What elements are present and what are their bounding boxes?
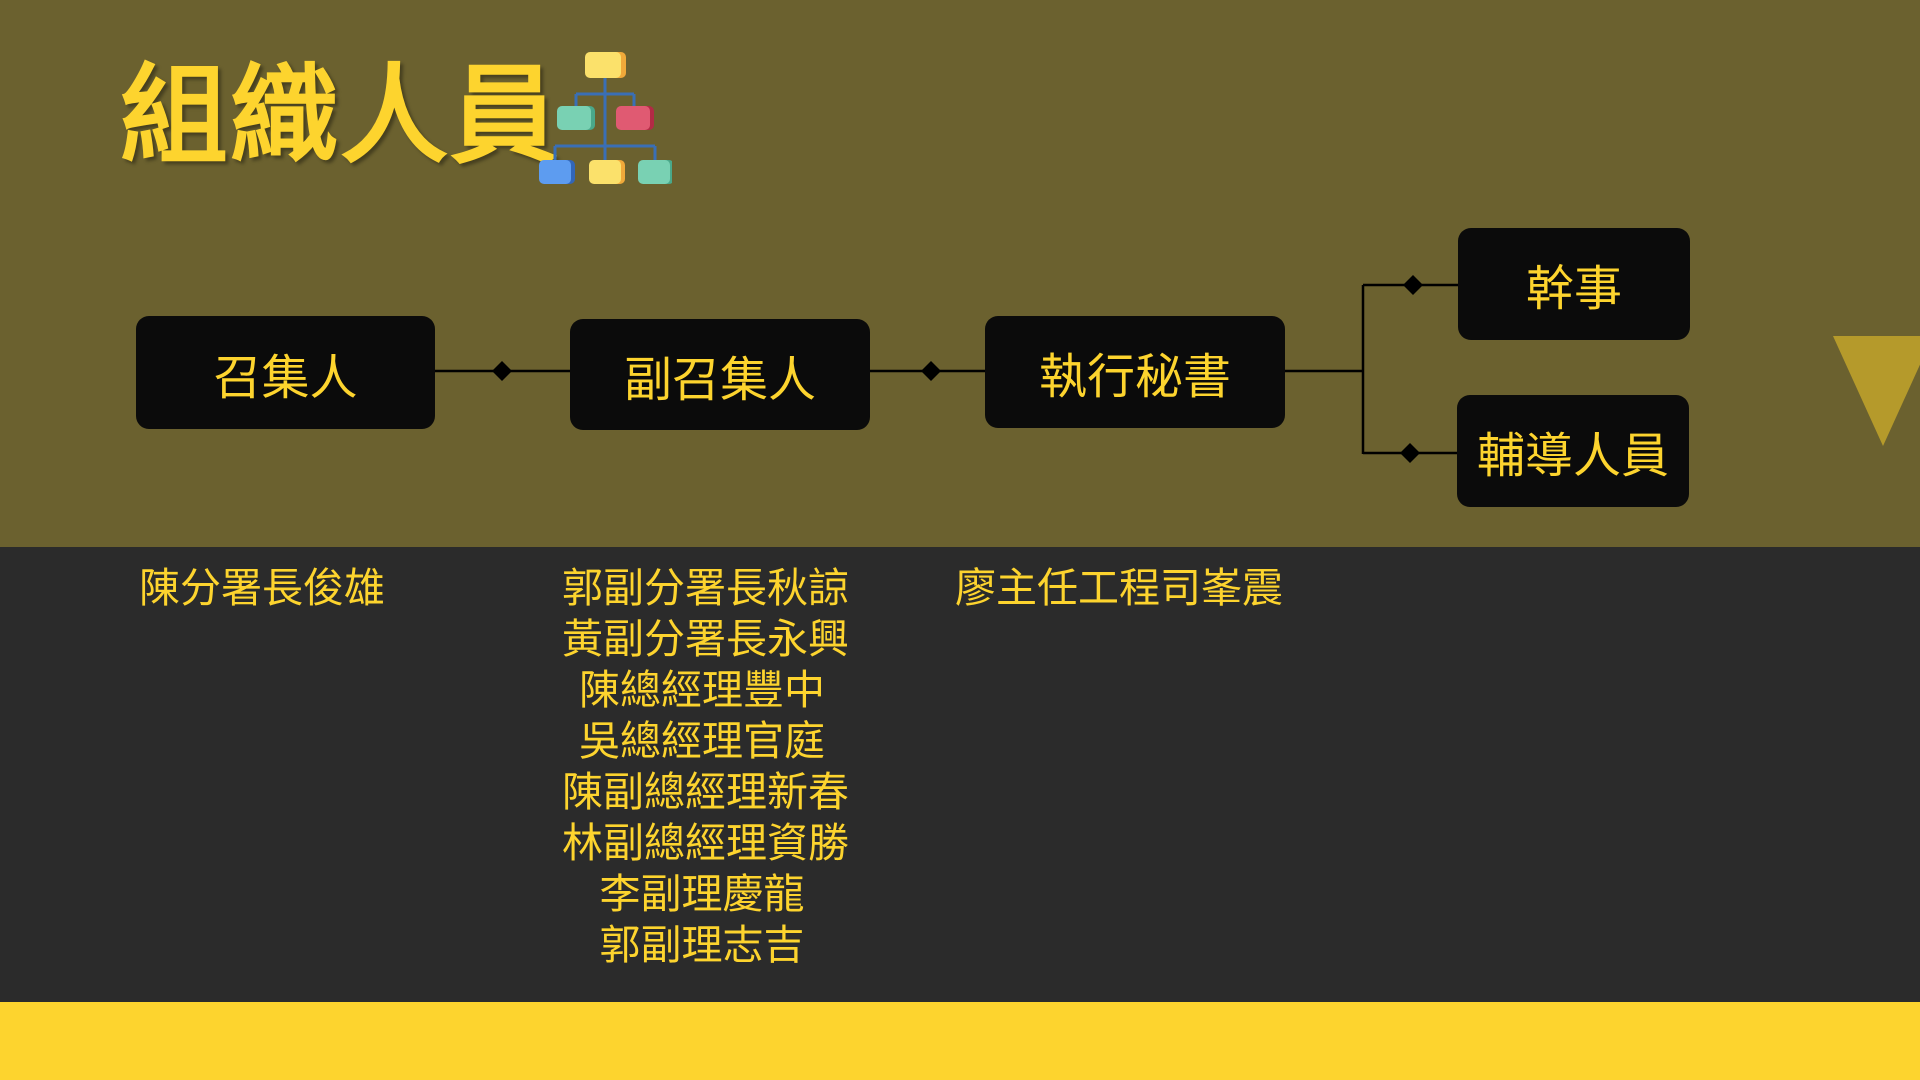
node-officer: 幹事: [1458, 228, 1690, 340]
convener-names: 陳分署長俊雄: [139, 563, 385, 614]
node-officer-label: 幹事: [1525, 261, 1622, 317]
name-item: 陳總經理豐中: [579, 666, 825, 714]
node-convener-label: 召集人: [213, 349, 358, 406]
node-executive-secretary-label: 執行秘書: [1038, 349, 1231, 405]
node-executive-secretary: 執行秘書: [985, 316, 1285, 428]
footer-bar: [0, 1002, 1920, 1080]
name-item: 李副理慶龍: [599, 870, 805, 918]
org-connectors: [427, 275, 1467, 463]
name-item: 吳總經理官庭: [579, 717, 825, 765]
name-item: 郭副分署長秋諒: [562, 564, 849, 612]
deputy-convener-names: 郭副分署長秋諒 黃副分署長永興 陳總經理豐中 吳總經理官庭 陳副總經理新春 林副…: [562, 563, 849, 971]
node-deputy-convener-label: 副召集人: [623, 351, 816, 408]
name-item: 陳副總經理新春: [562, 768, 849, 816]
org-chart-icon: [539, 52, 672, 184]
name-item: 黃副分署長永興: [562, 615, 849, 663]
name-item: 陳分署長俊雄: [139, 564, 385, 612]
node-counselor-label: 輔導人員: [1476, 428, 1669, 484]
page-title: 組織人員: [120, 54, 561, 179]
decorative-triangle: [1833, 336, 1920, 446]
name-item: 郭副理志吉: [599, 921, 805, 969]
node-counselor: 輔導人員: [1457, 395, 1689, 507]
executive-secretary-names: 廖主任工程司峯震: [955, 563, 1283, 614]
name-item: 林副總經理資勝: [562, 819, 849, 867]
node-convener: 召集人: [136, 316, 435, 429]
name-item: 廖主任工程司峯震: [955, 564, 1283, 612]
node-deputy-convener: 副召集人: [570, 319, 870, 430]
